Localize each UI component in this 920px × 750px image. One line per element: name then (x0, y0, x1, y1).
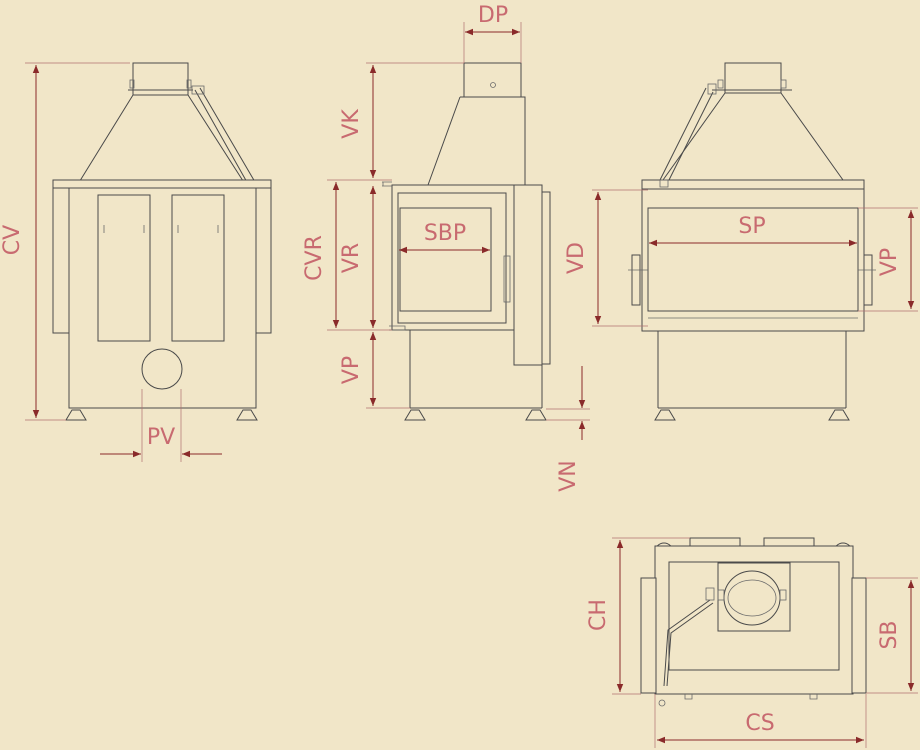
label-cvr: CVR (302, 235, 327, 281)
label-sb: SB (877, 620, 902, 649)
front-view (52, 62, 272, 421)
dim-pv: PV (100, 389, 222, 462)
label-sp: SP (738, 214, 765, 239)
label-cv: CV (0, 225, 25, 255)
label-cs: CS (745, 711, 774, 736)
dim-cvr: CVR (302, 179, 392, 331)
dim-vp-side: VP (339, 332, 410, 409)
label-vr: VR (339, 243, 364, 273)
label-vd: VD (564, 242, 589, 274)
dim-vp-right: VP (858, 207, 918, 312)
label-sbp: SBP (424, 221, 466, 246)
dim-ch: CH (586, 537, 690, 695)
label-vk: VK (339, 109, 364, 139)
dim-sp: SP (649, 214, 857, 247)
label-vp-side: VP (339, 356, 364, 384)
label-vp-right: VP (877, 248, 902, 276)
dim-vn: VN (546, 366, 590, 492)
dim-dp: DP (463, 3, 522, 63)
front-view-wide (628, 62, 876, 421)
top-view (640, 537, 867, 707)
dim-vd: VD (564, 189, 648, 327)
dim-vr: VR (339, 186, 377, 328)
dim-sbp: SBP (399, 221, 490, 254)
dim-cs: CS (654, 694, 867, 748)
dim-vk: VK (339, 62, 464, 181)
label-ch: CH (586, 599, 611, 631)
dim-cv: CV (0, 62, 130, 421)
label-dp: DP (478, 3, 508, 28)
side-view (382, 62, 551, 421)
label-vn: VN (556, 460, 581, 492)
label-pv: PV (147, 425, 175, 450)
dim-sb: SB (866, 577, 918, 694)
